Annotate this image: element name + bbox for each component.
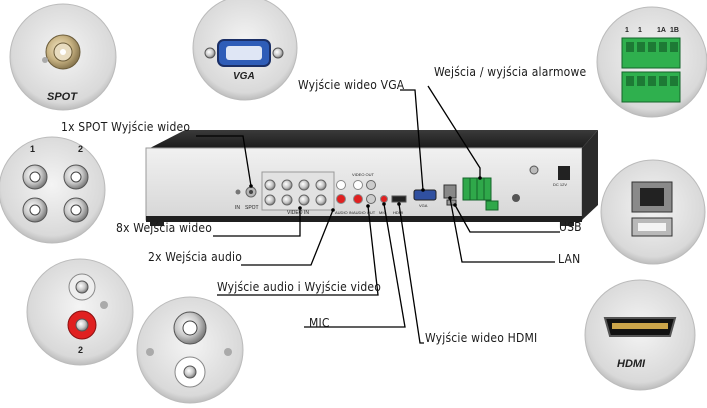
inset-alarm-num-3: 1A [657, 27, 666, 34]
panel-audio-out-label: AUDIO OUT [353, 210, 376, 215]
inset-alarm-num-2: 1 [638, 27, 642, 34]
inset-audio-num: 2 [78, 345, 84, 355]
label-alarm-io: Wejścia / wyjścia alarmowe [434, 65, 587, 79]
inset-usb-lan [600, 159, 706, 265]
inset-bnc-num-2: 2 [78, 144, 84, 154]
inset-alarm-num-1: 1 [625, 27, 629, 34]
inset-spot-label: SPOT [47, 91, 77, 103]
label-usb: USB [559, 220, 582, 234]
inset-bnc-num-1: 1 [30, 144, 36, 154]
inset-audio [26, 258, 134, 366]
label-spot-out: 1x SPOT Wyjście wideo [61, 120, 191, 134]
panel-dc-label: DC 12V [553, 182, 568, 187]
dvr-unit [145, 130, 598, 226]
label-hdmi-out: Wyjście wideo HDMI [425, 331, 538, 345]
inset-vga [192, 0, 298, 101]
inset-vga-label: VGA [233, 71, 255, 82]
panel-hdmi-label: HDMI [393, 210, 404, 215]
label-audio-video-out: Wyjście audio i Wyjście video [217, 280, 382, 294]
label-lan: LAN [558, 252, 581, 266]
inset-hdmi-label: HDMI [617, 358, 646, 370]
inset-bnc [0, 136, 106, 244]
panel-in-label: IN [235, 205, 240, 211]
inset-spot [9, 3, 117, 111]
leader-lines [196, 85, 560, 344]
inset-av-out [136, 296, 244, 404]
inset-alarm [596, 6, 707, 118]
panel-audio-in-label: AUDIO IN [335, 210, 353, 215]
panel-mic-label: MIC [379, 210, 387, 215]
panel-video-out-label: VIDEO OUT [352, 172, 375, 177]
inset-hdmi [584, 279, 696, 391]
panel-vga-label: VGA [419, 203, 428, 208]
label-audio-in: 2x Wejścia audio [148, 250, 243, 264]
label-vga-out: Wyjście wideo VGA [298, 78, 405, 92]
inset-alarm-num-4: 1B [670, 27, 679, 34]
panel-video-in-label: VIDEO IN [287, 210, 309, 216]
label-mic: MIC [309, 316, 330, 330]
panel-spot-label: SPOT [245, 205, 259, 211]
label-video-in: 8x Wejścia wideo [116, 221, 213, 235]
